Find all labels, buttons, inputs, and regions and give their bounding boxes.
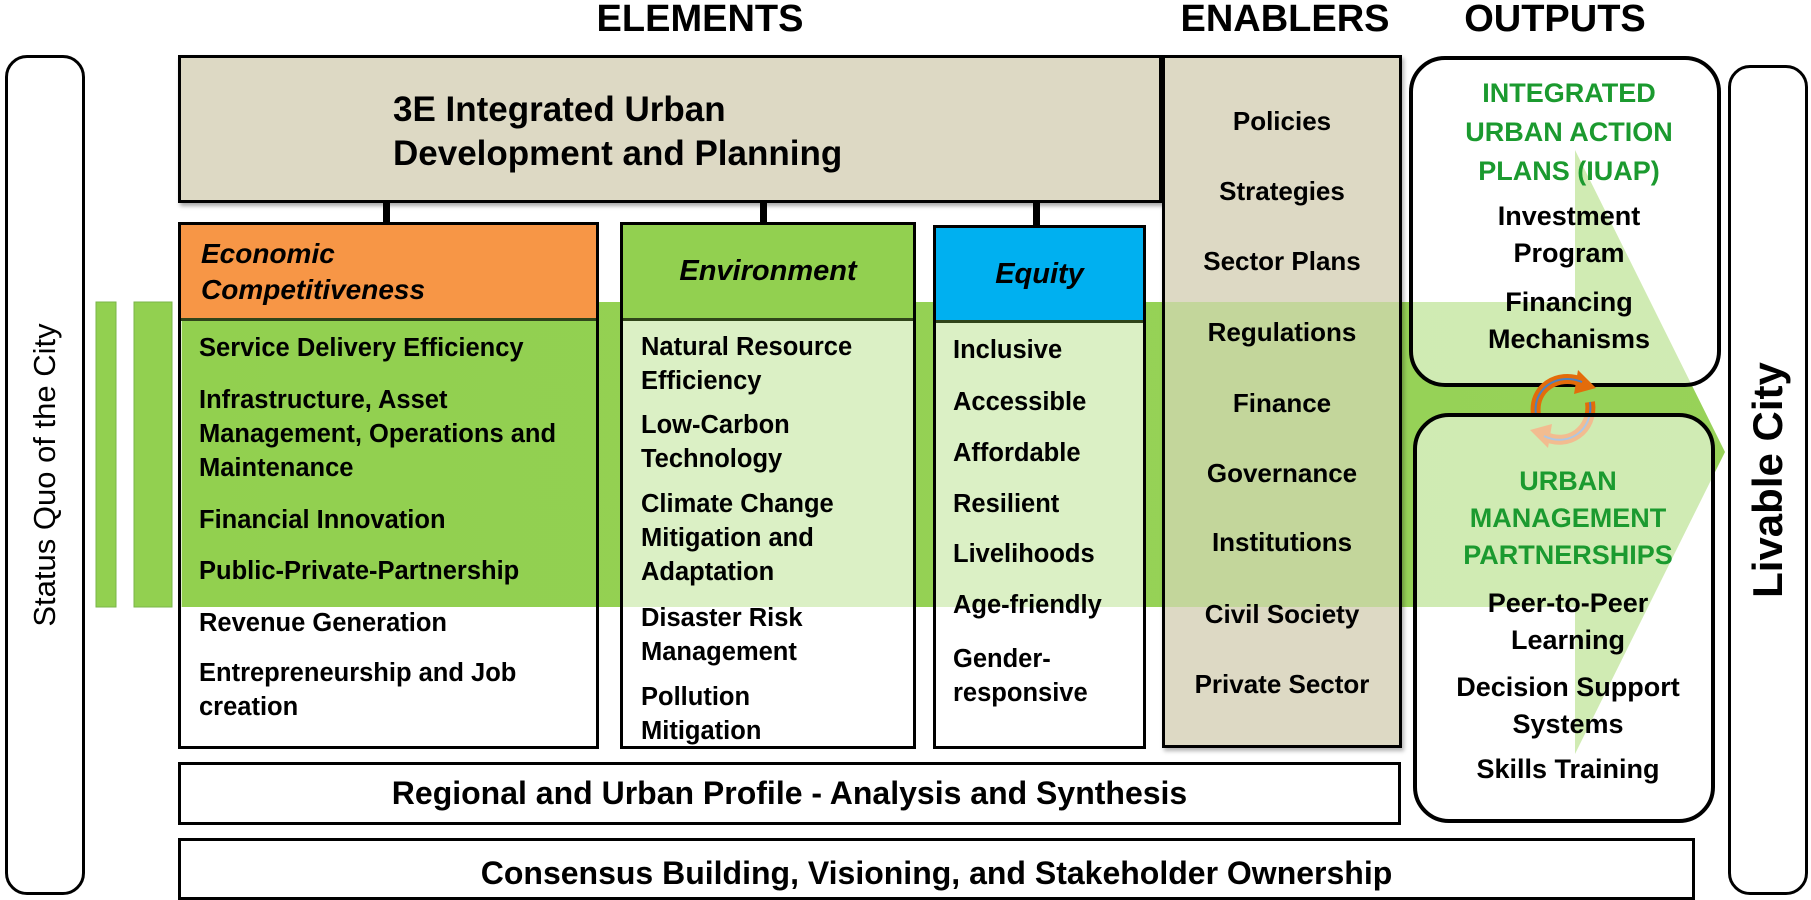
partnerships-item-peer: Peer-to-Peer Learning bbox=[1487, 588, 1649, 655]
economic-title: Economic Competitiveness bbox=[201, 237, 426, 305]
economic-item-1: Service Delivery Efficiency bbox=[199, 334, 524, 362]
partnerships-box: URBAN MANAGEMENT PARTNERSHIPS Peer-to-Pe… bbox=[1413, 413, 1715, 823]
equity-band bbox=[936, 320, 1143, 607]
equity-item-5: Livelihoods bbox=[953, 540, 1095, 568]
equity-item-7: Gender-responsive bbox=[953, 645, 1088, 707]
partnerships-title: URBAN MANAGEMENT PARTNERSHIPS bbox=[1463, 466, 1673, 570]
elements-header: ELEMENTS bbox=[596, 0, 804, 40]
environment-item-2: Low-Carbon Technology bbox=[641, 411, 790, 473]
equity-item-2: Accessible bbox=[953, 388, 1087, 416]
connector-equity bbox=[1033, 203, 1040, 225]
equity-item-6: Age-friendly bbox=[953, 591, 1102, 619]
enabler-private-sector: Private Sector bbox=[1194, 669, 1370, 699]
enabler-governance: Governance bbox=[1206, 458, 1358, 488]
environment-item-1: Natural Resource Efficiency bbox=[641, 333, 853, 395]
enabler-strategies: Strategies bbox=[1219, 176, 1345, 206]
flow-bar-left bbox=[95, 301, 117, 608]
enablers-column bbox=[1162, 55, 1402, 748]
economic-header: Economic Competitiveness bbox=[181, 225, 596, 321]
integrated-planning-title: 3E Integrated Urban Development and Plan… bbox=[393, 90, 843, 173]
enabler-institutions: Institutions bbox=[1211, 527, 1353, 557]
equity-item-4: Resilient bbox=[953, 490, 1060, 518]
livable-city-box: Livable City bbox=[1728, 65, 1808, 895]
equity-title: Equity bbox=[995, 257, 1084, 290]
enablers-list: Policies Strategies Sector Plans Regulat… bbox=[1162, 55, 1402, 748]
enablers-header: ENABLERS bbox=[1180, 0, 1390, 40]
iuap-title: INTEGRATED URBAN ACTION PLANS (IUAP) bbox=[1465, 78, 1673, 186]
connector-environment bbox=[760, 203, 767, 225]
economic-item-5: Revenue Generation bbox=[199, 609, 447, 637]
partnerships-item-decision: Decision Support Systems bbox=[1456, 672, 1680, 739]
environment-item-3: Climate Change Mitigation and Adaptation bbox=[641, 490, 834, 586]
equity-column: Equity bbox=[933, 225, 1146, 749]
environment-band bbox=[623, 318, 913, 607]
iuap-box: INTEGRATED URBAN ACTION PLANS (IUAP) Inv… bbox=[1409, 56, 1721, 387]
equity-item-3: Affordable bbox=[953, 439, 1081, 467]
enabler-civil-society: Civil Society bbox=[1204, 599, 1360, 629]
environment-title: Environment bbox=[679, 255, 857, 287]
environment-item-4: Disaster Risk Management bbox=[641, 604, 803, 666]
economic-item-6: Entrepreneurship and Job creation bbox=[199, 659, 517, 721]
equity-header: Equity bbox=[936, 228, 1143, 323]
iuap-item-investment: Investment Program bbox=[1497, 201, 1641, 268]
enabler-regulations: Regulations bbox=[1207, 317, 1357, 347]
partnerships-item-skills: Skills Training bbox=[1476, 754, 1660, 784]
flow-bar-right bbox=[133, 301, 173, 608]
regional-profile-box: Regional and Urban Profile - Analysis an… bbox=[178, 762, 1401, 825]
economic-item-2: Infrastructure, Asset Management, Operat… bbox=[199, 386, 557, 482]
iuap-item-financing: Financing Mechanisms bbox=[1487, 287, 1651, 354]
integrated-planning-box: 3E Integrated Urban Development and Plan… bbox=[178, 55, 1162, 203]
enabler-sector-plans: Sector Plans bbox=[1203, 246, 1361, 276]
economic-band bbox=[181, 318, 596, 607]
enabler-policies: Policies bbox=[1232, 106, 1332, 136]
economic-column: Economic Competitiveness bbox=[178, 222, 599, 749]
environment-column: Environment bbox=[620, 222, 916, 749]
economic-item-4: Public-Private-Partnership bbox=[199, 557, 520, 585]
outputs-header: OUTPUTS bbox=[1464, 0, 1646, 40]
enabler-finance: Finance bbox=[1232, 388, 1332, 418]
consensus-box: Consensus Building, Visioning, and Stake… bbox=[178, 838, 1695, 900]
environment-item-5: Pollution Mitigation bbox=[641, 683, 762, 745]
enablers-band bbox=[1165, 302, 1399, 607]
equity-item-1: Inclusive bbox=[953, 336, 1063, 364]
connector-economic bbox=[383, 203, 390, 225]
status-quo-box: Status Quo of the City bbox=[5, 55, 85, 895]
economic-item-3: Financial Innovation bbox=[199, 506, 446, 534]
environment-header: Environment bbox=[623, 225, 913, 321]
